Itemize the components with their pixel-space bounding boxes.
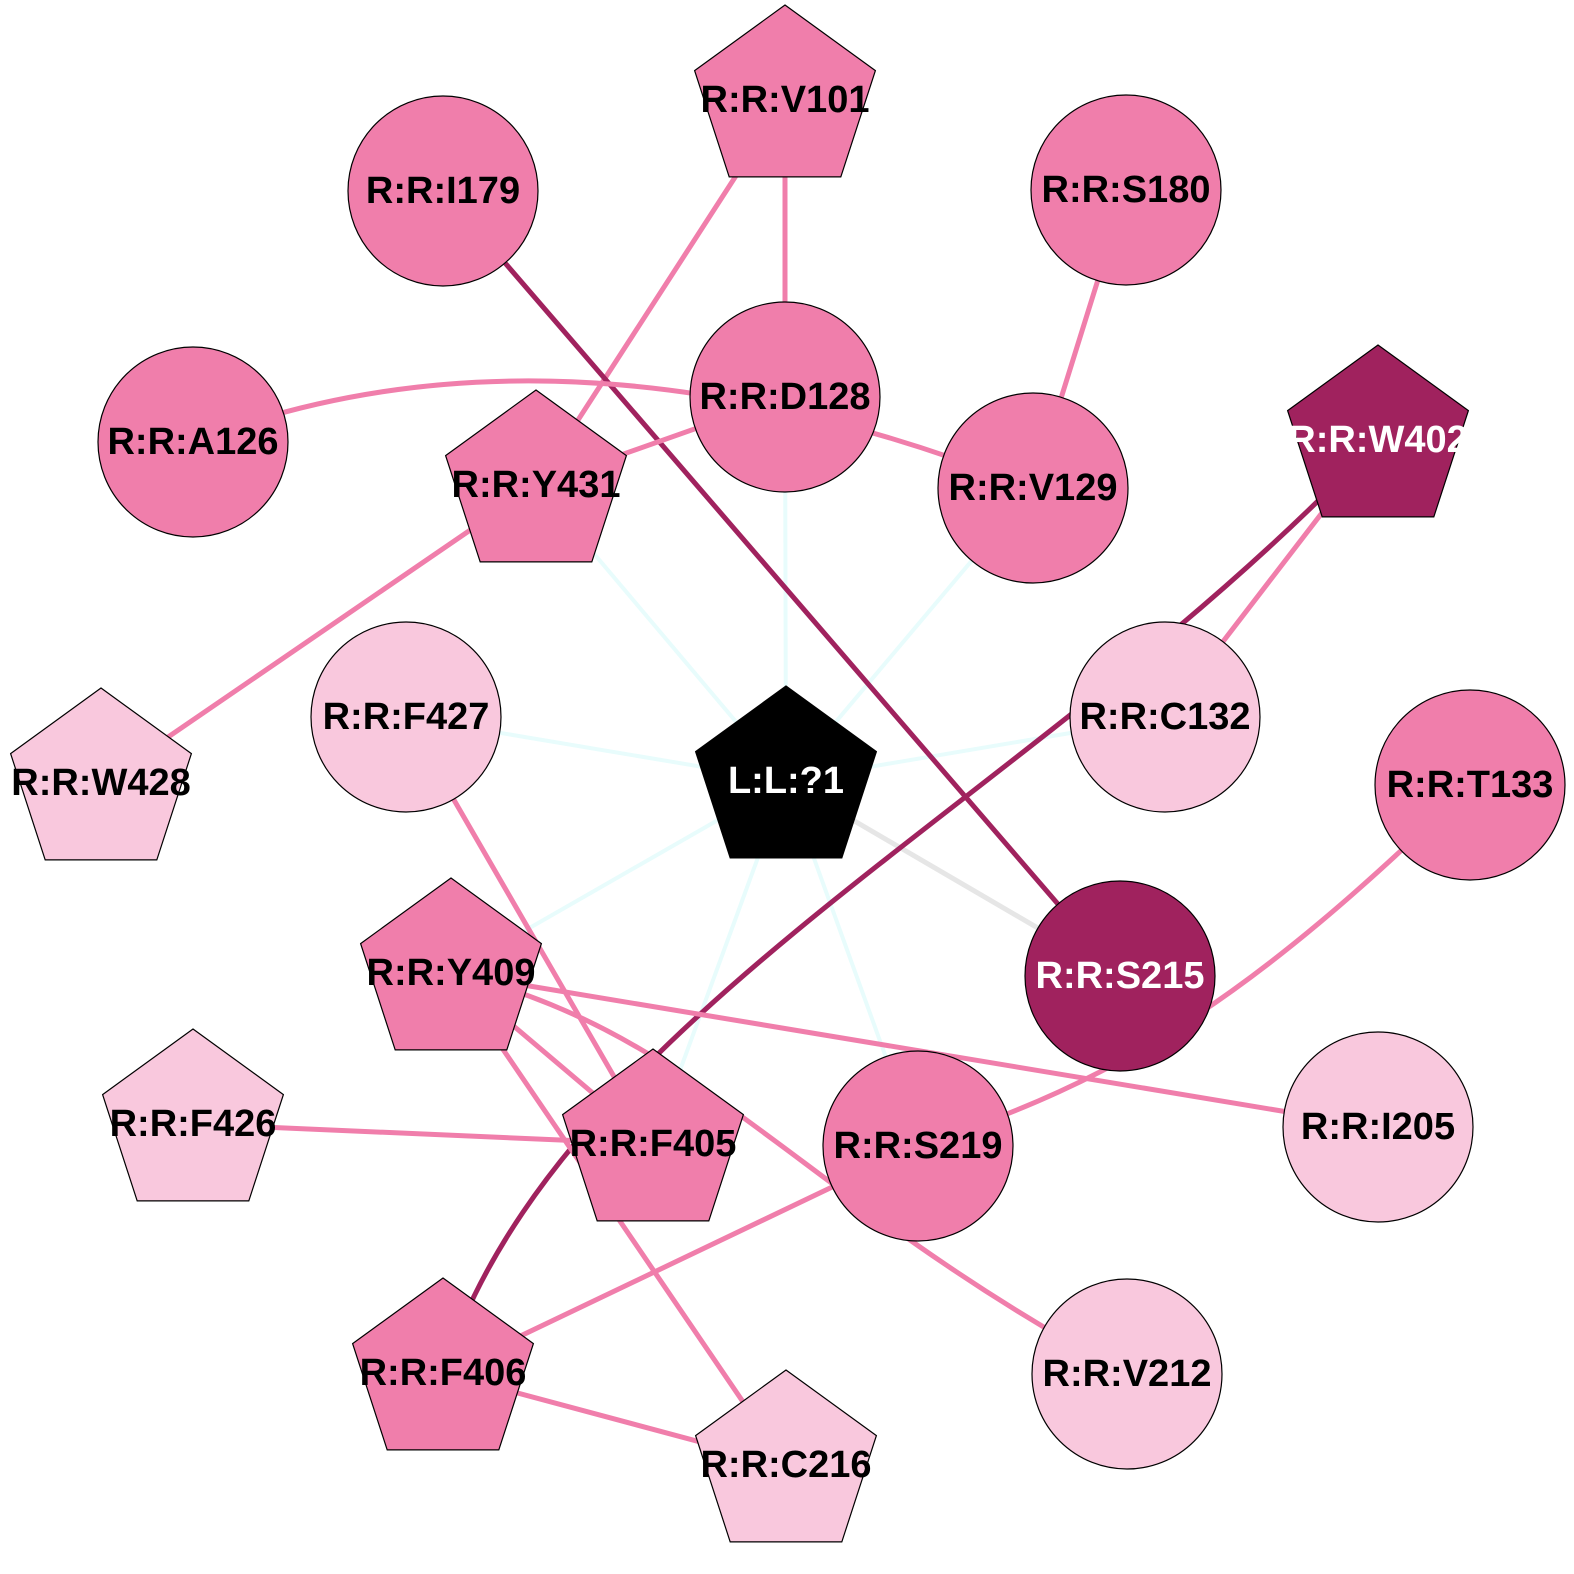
node-label: R:R:S219: [834, 1125, 1003, 1167]
node-r-r-y431[interactable]: R:R:Y431: [444, 389, 628, 563]
edge-r-r-i179-to-r-r-s215: [440, 188, 1123, 979]
node-pentagon-shape: [9, 687, 193, 861]
node-circle-shape: [822, 1050, 1014, 1242]
node-r-r-v129[interactable]: R:R:V129: [937, 392, 1129, 584]
node-label: R:R:D128: [699, 376, 870, 418]
node-r-r-t133[interactable]: R:R:T133: [1374, 689, 1566, 881]
node-label: R:R:W402: [1288, 419, 1467, 461]
edge-r-r-y409-to-r-r-v212: [448, 970, 1130, 1377]
node-circle-shape: [937, 392, 1129, 584]
node-label: R:R:C216: [700, 1444, 871, 1486]
node-pentagon-shape: [101, 1028, 285, 1202]
node-pentagon-shape: [444, 389, 628, 563]
node-r-r-s215[interactable]: R:R:S215: [1024, 880, 1216, 1072]
node-label: R:R:T133: [1387, 764, 1554, 806]
node-circle-shape: [1069, 621, 1261, 813]
node-label: R:R:F427: [323, 696, 490, 738]
node-label: R:R:C132: [1079, 696, 1250, 738]
node-label: R:R:A126: [107, 421, 278, 463]
node-circle-shape: [1374, 689, 1566, 881]
node-r-r-f427[interactable]: R:R:F427: [310, 621, 502, 813]
node-circle-shape: [1030, 94, 1222, 286]
node-circle-shape: [97, 346, 289, 538]
node-pentagon-shape: [694, 685, 878, 859]
edge-r-r-y409-to-r-r-i205: [448, 970, 1381, 1130]
node-label: R:R:I205: [1301, 1106, 1455, 1148]
edge-r-r-y431-to-r-r-w428: [98, 482, 539, 786]
node-pentagon-shape: [1286, 344, 1470, 518]
node-r-r-i179[interactable]: R:R:I179: [347, 95, 539, 287]
node-r-r-s180[interactable]: R:R:S180: [1030, 94, 1222, 286]
node-label: R:R:F406: [360, 1352, 527, 1394]
node-circle-shape: [689, 301, 881, 493]
node-label: R:R:S180: [1042, 169, 1211, 211]
node-l-l-1[interactable]: L:L:?1: [694, 685, 878, 859]
edge-r-r-a126-to-r-r-v129: [190, 378, 1036, 491]
node-circle-shape: [347, 95, 539, 287]
node-pentagon-shape: [561, 1048, 745, 1222]
node-label: R:R:F405: [570, 1123, 737, 1165]
node-r-r-v101[interactable]: R:R:V101: [693, 4, 877, 178]
node-label: R:R:F426: [110, 1103, 277, 1145]
node-circle-shape: [1024, 880, 1216, 1072]
node-label: R:R:V129: [949, 467, 1118, 509]
node-label: R:R:Y431: [452, 464, 621, 506]
node-r-r-w428[interactable]: R:R:W428: [9, 687, 193, 861]
node-label: R:R:V101: [701, 79, 870, 121]
node-r-r-y409[interactable]: R:R:Y409: [359, 877, 543, 1051]
node-label: R:R:W428: [11, 762, 190, 804]
node-pentagon-shape: [351, 1277, 535, 1451]
node-label: L:L:?1: [728, 760, 844, 802]
node-circle-shape: [1031, 1278, 1223, 1470]
node-circle-shape: [310, 621, 502, 813]
node-r-r-f406[interactable]: R:R:F406: [351, 1277, 535, 1451]
node-label: R:R:S215: [1036, 955, 1205, 997]
node-circle-shape: [1282, 1031, 1474, 1223]
node-r-r-v212[interactable]: R:R:V212: [1031, 1278, 1223, 1470]
node-r-r-d128[interactable]: R:R:D128: [689, 301, 881, 493]
node-r-r-a126[interactable]: R:R:A126: [97, 346, 289, 538]
node-r-r-c216[interactable]: R:R:C216: [694, 1369, 878, 1543]
node-r-r-i205[interactable]: R:R:I205: [1282, 1031, 1474, 1223]
node-r-r-f426[interactable]: R:R:F426: [101, 1028, 285, 1202]
node-r-r-s219[interactable]: R:R:S219: [822, 1050, 1014, 1242]
node-label: R:R:V212: [1043, 1353, 1212, 1395]
node-label: R:R:I179: [366, 170, 520, 212]
node-pentagon-shape: [359, 877, 543, 1051]
node-pentagon-shape: [694, 1369, 878, 1543]
node-pentagon-shape: [693, 4, 877, 178]
node-label: R:R:Y409: [367, 952, 536, 994]
node-r-r-w402[interactable]: R:R:W402: [1286, 344, 1470, 518]
node-r-r-f405[interactable]: R:R:F405: [561, 1048, 745, 1222]
node-r-r-c132[interactable]: R:R:C132: [1069, 621, 1261, 813]
edge-r-r-w402-to-r-r-f406: [440, 437, 1381, 1376]
